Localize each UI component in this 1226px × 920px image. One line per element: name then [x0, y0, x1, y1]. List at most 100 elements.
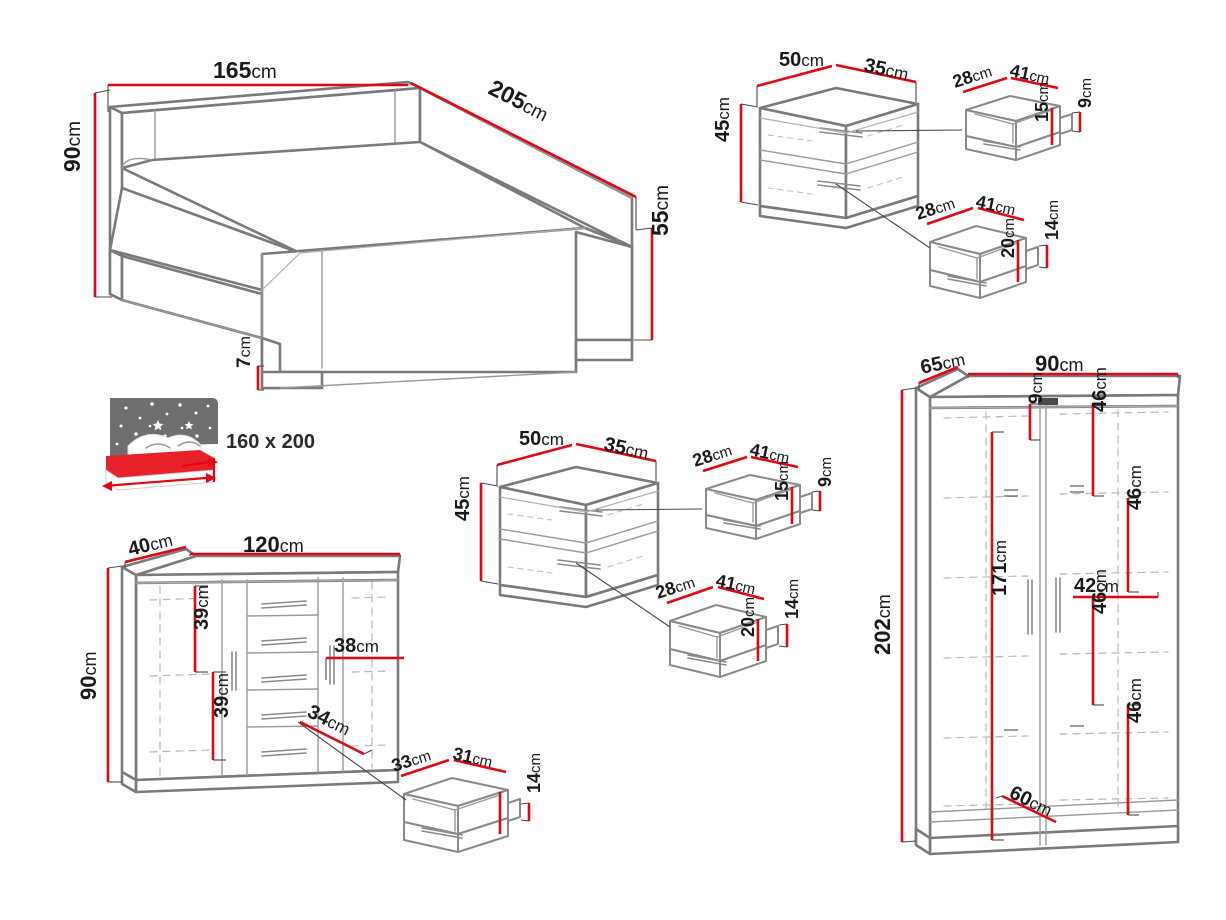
ns-mid-drup-front-label: 9cm	[815, 457, 835, 487]
nightstand-top-drawer-upper	[965, 95, 1073, 161]
ns-top-drlo-front-value: 14	[1042, 220, 1062, 240]
wardrobe-shelf3-unit: cm	[1091, 569, 1110, 592]
dresser-width-label: 120cm	[243, 532, 304, 557]
wardrobe-height-label: 202cm	[870, 594, 895, 655]
wardrobe-shelf2-label: 46cm	[1124, 465, 1146, 510]
ns-top-depth-label: 35cm	[862, 54, 911, 85]
dresser-drawer-width-unit: cm	[471, 750, 494, 771]
ns-top-width-unit: cm	[801, 51, 824, 70]
dresser-leader	[297, 721, 407, 801]
wardrobe-hanging-value: 171	[989, 563, 1011, 596]
ns-mid-drup-width-unit: cm	[768, 446, 791, 467]
dresser-drawer-depth-unit: cm	[409, 747, 433, 769]
ns-mid-drlo-width-unit: cm	[734, 577, 757, 598]
dresser-dimension-labels: 120cm 40cm 90cm 39cm 39cm 38cm 34cm 33cm…	[76, 531, 544, 793]
ns-top-drup-box-value: 15	[1032, 102, 1052, 122]
bed-footboard-unit: cm	[652, 185, 673, 210]
wardrobe-width-value: 90	[1035, 351, 1059, 376]
nightstand-middle-illustration	[498, 465, 660, 609]
ns-mid-drlo-front-value: 14	[782, 599, 802, 619]
nightstand-top-dimension-lines	[739, 63, 1082, 282]
wardrobe-shelf3-label: 46cm	[1089, 569, 1111, 614]
ns-top-drup-width-value: 41	[1008, 60, 1032, 84]
dresser-int38-unit: cm	[356, 637, 379, 656]
wardrobe-dimension-labels: 90cm 65cm 202cm 9cm 46cm 46cm 42cm 46cm …	[870, 348, 1146, 820]
ns-top-drlo-front-label: 14cm	[1042, 200, 1062, 240]
ns-mid-height-unit: cm	[454, 476, 473, 499]
nightstand-middle-drawer-lower	[669, 604, 779, 678]
wardrobe-shelf1-value: 46	[1089, 390, 1111, 412]
dresser-depth-value: 40	[126, 534, 153, 561]
dresser-int38-value: 38	[334, 635, 356, 657]
ns-top-drup-front-value: 9	[1075, 98, 1095, 108]
dresser-int39a-value: 39	[191, 608, 213, 630]
ns-mid-drlo-depth-label: 28cm	[653, 571, 697, 602]
ns-mid-drup-depth-label: 28cm	[690, 439, 734, 470]
ns-top-height-label: 45cm	[712, 97, 734, 142]
dresser-int39b-value: 39	[211, 696, 233, 718]
ns-top-drup-box-label: 15cm	[1032, 82, 1052, 122]
dresser-drawer-front-value: 14	[524, 773, 544, 793]
wardrobe-depth-unit: cm	[941, 350, 967, 373]
bed-width-value: 165	[213, 57, 252, 83]
ns-top-drup-depth-unit: cm	[970, 63, 994, 85]
ns-top-width-value: 50	[779, 49, 801, 71]
ns-mid-drlo-box-unit: cm	[741, 597, 758, 617]
nightstand-middle-leaders	[575, 508, 703, 628]
wardrobe-shelf2-value: 46	[1124, 488, 1146, 510]
nightstand-top-dimension-labels: 50cm 35cm 45cm 28cm 41cm 9cm 15cm 28cm 4…	[712, 49, 1095, 258]
ns-top-height-unit: cm	[714, 97, 733, 120]
ns-top-depth-value: 35	[862, 54, 888, 80]
wardrobe-topgap-value: 9	[1026, 393, 1047, 404]
wardrobe-shelfw-unit: cm	[1096, 577, 1119, 596]
wardrobe-shelf1-label: 46cm	[1089, 367, 1111, 412]
ns-top-drlo-width-unit: cm	[994, 198, 1017, 219]
ns-top-drlo-front-unit: cm	[1045, 200, 1062, 220]
bed-headboard-unit: cm	[64, 121, 85, 146]
dresser-height-unit: cm	[80, 652, 100, 676]
dresser-int39b-unit: cm	[213, 673, 232, 696]
dresser-drawer	[403, 777, 521, 853]
ns-top-drlo-box-value: 20	[998, 238, 1018, 258]
bed-headboard-label: 90cm	[59, 121, 85, 172]
dresser-drawer-width-label: 31cm	[451, 743, 494, 771]
wardrobe-dimension-lines	[900, 365, 1179, 843]
ns-top-drlo-box-label: 20cm	[998, 218, 1018, 258]
dresser-height-label: 90cm	[76, 652, 101, 700]
bed-width-label: 165cm	[213, 57, 277, 83]
bed-clearance-value: 7	[234, 357, 255, 368]
ns-top-drlo-width-value: 41	[974, 191, 998, 215]
wardrobe-topgap-label: 9cm	[1026, 372, 1047, 404]
dresser-drawer-depth-label: 33cm	[389, 744, 433, 775]
nightstand-middle-dimension-labels: 50cm 35cm 45cm 28cm 41cm 9cm 15cm 28cm 4…	[452, 428, 835, 637]
dresser-illustration	[120, 547, 402, 794]
dresser-int39b-label: 39cm	[211, 673, 233, 718]
ns-top-drup-front-label: 9cm	[1075, 78, 1095, 108]
bed-dimension-labels: 165cm 205cm 90cm 55cm 7cm	[59, 57, 673, 368]
ns-mid-drup-box-label: 15cm	[772, 461, 792, 501]
nightstand-top-leaders	[835, 129, 963, 249]
bed-clearance-label: 7cm	[234, 336, 255, 368]
wardrobe-height-unit: cm	[874, 594, 894, 618]
dresser-int39a-unit: cm	[193, 585, 212, 608]
dresser-depth-unit: cm	[148, 531, 175, 555]
ns-mid-drlo-box-value: 20	[738, 617, 758, 637]
wardrobe-shelfw-value: 42	[1074, 575, 1096, 597]
nightstand-middle-dimension-lines	[479, 442, 822, 661]
dresser-drawer-front-unit: cm	[527, 753, 544, 773]
ns-mid-width-label: 50cm	[519, 428, 564, 450]
wardrobe-hanging-unit: cm	[991, 540, 1010, 563]
ns-mid-width-value: 50	[519, 428, 541, 450]
ns-top-depth-unit: cm	[884, 61, 910, 84]
bed-footboard-value: 55	[647, 210, 673, 236]
ns-top-drlo-depth-label: 28cm	[913, 192, 957, 223]
ns-mid-drup-front-unit: cm	[818, 457, 835, 477]
wardrobe-depth-label: 65cm	[918, 348, 967, 379]
nightstand-top-drawer-lower	[929, 225, 1039, 299]
ns-mid-depth-value: 35	[602, 433, 628, 459]
wardrobe-height-value: 202	[870, 618, 895, 655]
ns-mid-drup-width-label: 41cm	[748, 439, 791, 467]
wardrobe-shelf2-unit: cm	[1126, 465, 1145, 488]
